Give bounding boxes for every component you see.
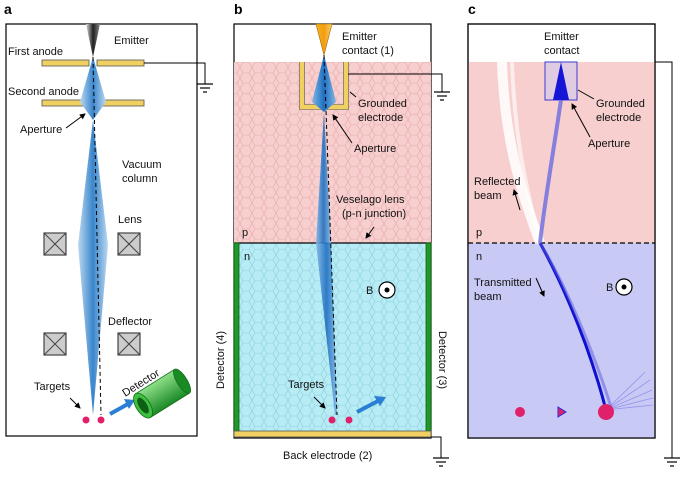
transmitted-arrow [535, 277, 545, 297]
target-1 [82, 416, 90, 424]
detector-beam-arrowhead-b [374, 396, 386, 406]
scattered-fan [605, 371, 654, 411]
beam-b-p [316, 112, 331, 243]
veselago-arrow [365, 226, 375, 239]
emitter-contact-c-label-2: contact [544, 45, 579, 57]
detector-beam-arrowhead [124, 399, 135, 409]
first-anode-right [96, 59, 145, 67]
deflector-label: Deflector [108, 316, 152, 328]
beam-main [78, 120, 108, 415]
detector-3-bar [425, 242, 432, 432]
detector-4-bar [233, 242, 240, 432]
transmitted-label-2: beam [474, 291, 502, 303]
ground-symbol-b [434, 91, 450, 101]
ground-wire-b [348, 73, 443, 92]
panel-b: b Detector (4) Detector (3) Back electro… [215, 1, 450, 467]
veselago-label-1: Veselago lens [336, 194, 405, 206]
grounded-electrode-pointer [349, 91, 357, 98]
panel-c-letter: c [468, 1, 476, 17]
targets-arrow [69, 397, 81, 409]
emitter-wedge-c [553, 62, 569, 100]
aperture-c-label: Aperture [588, 138, 630, 150]
grounded-electrode-c-label-1: Grounded [596, 98, 645, 110]
panel-b-letter: b [234, 1, 243, 17]
ground-symbol-a [197, 83, 213, 93]
deflector-right [117, 332, 141, 356]
emitter-contact-tip [315, 23, 333, 56]
emitter-contact-label-2: contact (1) [342, 45, 394, 57]
grounded-electrode-label-2: electrode [358, 112, 403, 124]
detector-beam-arrow-b [356, 399, 379, 414]
reflected-arrow [512, 189, 521, 211]
vacuum-label-1: Vacuum [122, 159, 162, 171]
emitter-tip [86, 24, 100, 57]
detector-cylinder [133, 368, 191, 419]
ground-wire-a [144, 62, 206, 84]
emitter-contact-c-label-1: Emitter [544, 31, 579, 43]
emitter-label: Emitter [114, 35, 149, 47]
ground-wire-c [655, 61, 673, 458]
p-label-c: p [476, 227, 482, 239]
grounded-electrode-label-1: Grounded [358, 98, 407, 110]
target-2 [97, 416, 105, 424]
grounded-electrode-c-label-2: electrode [596, 112, 641, 124]
beam-upper [80, 57, 106, 120]
b-field-label-b: B [366, 285, 373, 297]
detector-4-label: Detector (4) [215, 331, 227, 389]
ground-symbol-b2 [433, 457, 449, 467]
panel-a-letter: a [4, 1, 12, 17]
targets-label: Targets [34, 381, 71, 393]
reflected-label-2: beam [474, 190, 502, 202]
aperture-label-b: Aperture [354, 143, 396, 155]
aperture-arrow-b [332, 114, 353, 144]
first-anode-label: First anode [8, 46, 63, 58]
lens-left [43, 232, 67, 256]
beam-c-p [538, 99, 563, 244]
grounded-electrode-c-pointer [577, 89, 595, 100]
emitter-contact-label-1: Emitter [342, 31, 377, 43]
vacuum-label-2: column [122, 173, 157, 185]
target-b-2 [345, 416, 353, 424]
target-b-1 [328, 416, 336, 424]
target-c-3 [598, 404, 614, 420]
aperture-label: Aperture [20, 124, 62, 136]
targets-label-b: Targets [288, 379, 325, 391]
targets-arrow-b [313, 396, 326, 409]
ground-wire-b2 [431, 436, 442, 458]
reflected-label-1: Reflected [474, 176, 520, 188]
p-label-b: p [242, 227, 248, 239]
target-c-2 [557, 406, 567, 418]
second-anode-label: Second anode [8, 86, 79, 98]
panel-c: c Emitter contact [467, 1, 680, 467]
b-field-label-c: B [606, 282, 613, 294]
n-label-c: n [476, 251, 482, 263]
aperture-c-arrow [571, 103, 591, 138]
ground-symbol-c [664, 457, 680, 467]
veselago-label-2: (p-n junction) [342, 208, 406, 220]
beam-b-upper [312, 55, 336, 112]
transmitted-label-1: Transmitted [474, 277, 532, 289]
beam-axis [92, 56, 102, 416]
detector-3-label: Detector (3) [436, 331, 448, 389]
beam-b-n [316, 243, 337, 415]
aperture-arrow [65, 113, 86, 129]
back-electrode-bar [233, 430, 432, 438]
lens-label: Lens [118, 214, 142, 226]
n-label-b: n [244, 251, 250, 263]
deflector-left [43, 332, 67, 356]
target-c-1 [515, 407, 525, 417]
lens-right [117, 232, 141, 256]
first-anode-left [41, 59, 90, 67]
panel-a: a Emitter First anode Second anode Apert… [4, 1, 213, 437]
detector-beam-arrow [109, 402, 129, 416]
back-electrode-label: Back electrode (2) [283, 450, 372, 462]
